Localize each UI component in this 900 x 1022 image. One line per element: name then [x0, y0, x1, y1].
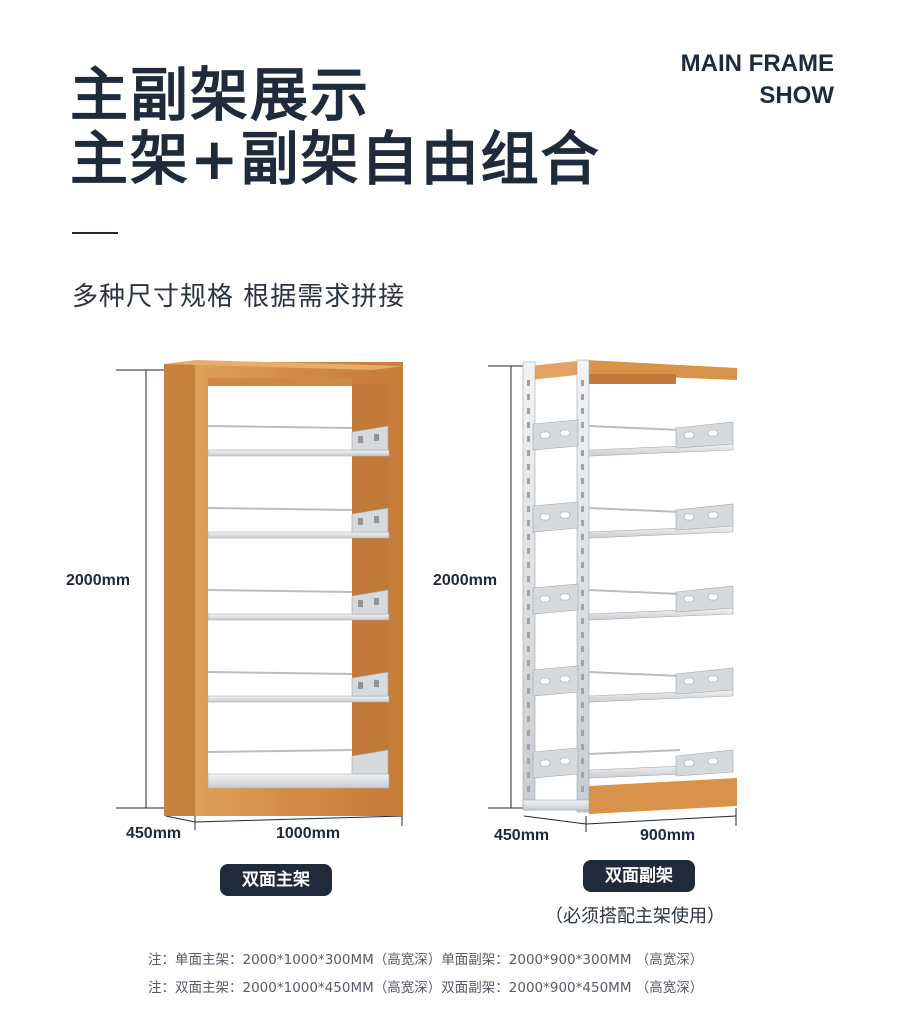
subtitle: 多种尺寸规格 根据需求拼接 — [72, 282, 406, 312]
main-side-panel — [164, 364, 196, 816]
main-shelf-board — [207, 425, 390, 457]
main-shelf-board — [207, 507, 390, 539]
sub-width-label: 900mm — [640, 827, 695, 844]
page-title-line-1: 主副架展示 — [70, 61, 371, 129]
sub-dimension-lines — [488, 365, 737, 832]
page-title-line-2: 主架+副架自由组合 — [70, 125, 601, 193]
sub-shelf-board — [532, 419, 734, 457]
sub-shelf-board — [532, 583, 734, 621]
divider — [72, 232, 118, 234]
main-shelves — [207, 425, 390, 775]
sub-shelf-board — [532, 665, 734, 703]
sub-shelves — [532, 419, 734, 779]
spec-note-single: 注：单面主架：2000*1000*300MM（高宽深）单面副架：2000*900… — [148, 952, 704, 968]
main-frame-badge: 双面主架 — [220, 864, 332, 896]
main-shelf-board — [207, 749, 389, 775]
main-depth-label: 450mm — [126, 825, 181, 842]
spec-note-double: 注：双面主架：2000*1000*450MM（高宽深）双面副架：2000*900… — [148, 980, 704, 996]
sub-shelf-board — [532, 747, 734, 779]
english-title-line-1: MAIN FRAME — [680, 50, 834, 77]
sub-frame-note: （必须搭配主架使用） — [545, 906, 725, 927]
main-frame-shelf — [116, 360, 404, 830]
sub-frame-badge: 双面副架 — [583, 860, 695, 892]
english-title-line-2: SHOW — [759, 82, 834, 109]
main-shelf-board — [207, 589, 390, 621]
sub-frame-shelf — [488, 359, 737, 832]
sub-shelf-board — [532, 501, 734, 539]
main-shelf-board — [207, 671, 390, 703]
main-dimension-lines — [116, 369, 403, 830]
sub-depth-label: 450mm — [494, 827, 549, 844]
sub-height-label: 2000mm — [433, 572, 497, 589]
main-width-label: 1000mm — [276, 825, 340, 842]
main-height-label: 2000mm — [66, 572, 130, 589]
